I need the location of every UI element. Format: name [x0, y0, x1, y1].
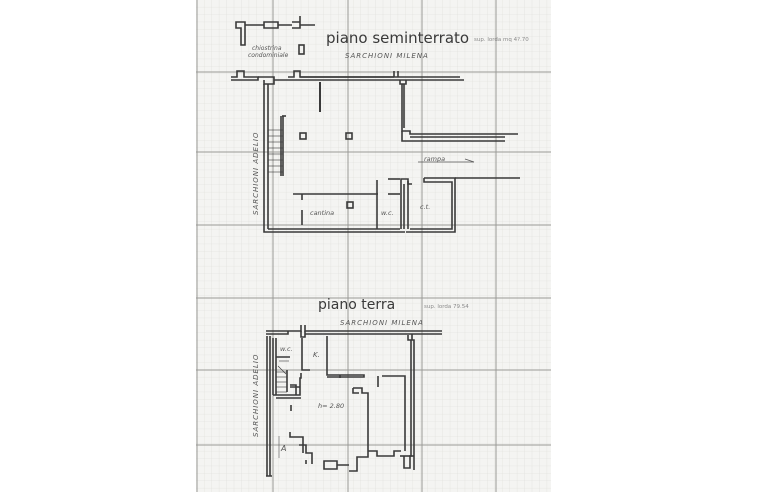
ramp-label: rampa	[424, 155, 445, 163]
ground-floor-west-neighbor: SARCHIONI ADELIO	[252, 354, 260, 437]
grid-major	[196, 0, 551, 492]
height-note: h= 2.80	[318, 402, 344, 410]
plan-ground-floor: piano terra sup. lorda 79.54 SARCHIONI M…	[252, 297, 469, 477]
entrance-marker: A	[280, 444, 286, 453]
courtyard-label-1: chiostrina	[252, 45, 282, 52]
room-kitchen: K.	[313, 351, 320, 359]
room-wc-basement: w.c.	[381, 209, 394, 217]
basement-north-neighbor: SARCHIONI MILENA	[345, 52, 429, 60]
room-ct: c.t.	[420, 203, 430, 211]
courtyard-label-2: condominiale	[248, 52, 289, 59]
basement-west-neighbor: SARCHIONI ADELIO	[252, 132, 260, 215]
plan-basement: piano seminterrato sup. lorda mq 4?.70 S…	[231, 16, 529, 233]
room-wc-ground: w.c.	[280, 345, 293, 353]
ground-floor-title: piano terra	[318, 297, 395, 313]
ground-floor-north-neighbor: SARCHIONI MILENA	[340, 319, 424, 327]
ground-floor-area-note: sup. lorda 79.54	[424, 304, 469, 310]
basement-title: piano seminterrato	[326, 29, 469, 47]
room-cantina: cantina	[310, 209, 334, 217]
basement-area-note: sup. lorda mq 4?.70	[474, 37, 529, 43]
grid-minor	[196, 0, 551, 492]
ramp-arrow	[418, 158, 475, 163]
